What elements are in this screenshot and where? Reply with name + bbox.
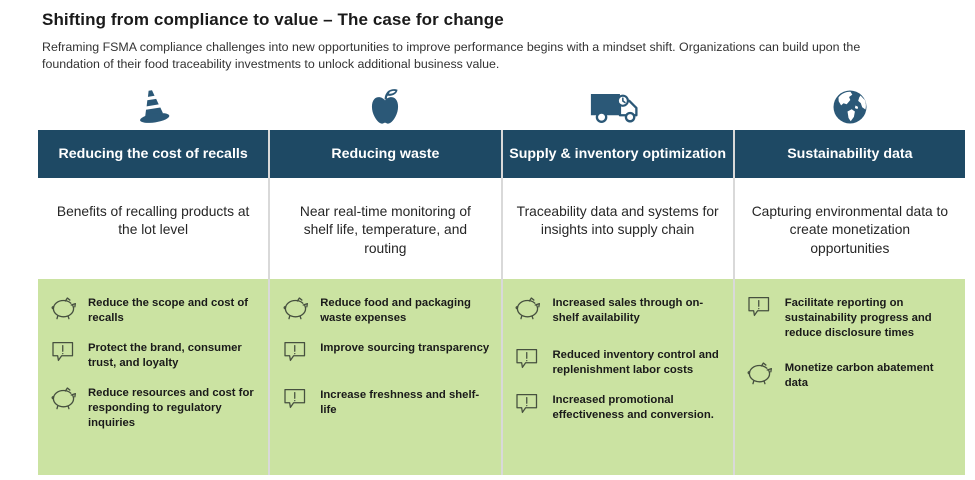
alert-bubble-icon <box>279 386 311 411</box>
column-description: Benefits of recalling products at the lo… <box>38 178 269 280</box>
benefit-text: Reduce resources and cost for responding… <box>88 386 254 429</box>
benefit-item: Improve sourcing transparency <box>279 339 494 364</box>
alert-bubble-icon <box>279 339 311 364</box>
benefit-text: Increased promotional effectiveness and … <box>552 393 714 421</box>
benefits-panel-sustainability: Facilitate reporting on sustainability p… <box>734 279 965 476</box>
piggy-bank-icon <box>47 384 79 410</box>
benefit-text: Increased sales through on-shelf availab… <box>552 297 704 325</box>
benefit-item: Monetize carbon abatement data <box>744 359 959 391</box>
benefit-text: Protect the brand, consumer trust, and l… <box>88 342 242 369</box>
alert-bubble-icon <box>512 346 544 371</box>
benefit-item: Facilitate reporting on sustainability p… <box>744 294 959 341</box>
globe-icon <box>735 83 965 130</box>
slide-header: Shifting from compliance to value – The … <box>0 0 975 73</box>
benefit-item: Protect the brand, consumer trust, and l… <box>47 339 262 371</box>
benefit-text: Increase freshness and shelf-life <box>320 389 480 416</box>
page-subtitle: Reframing FSMA compliance challenges int… <box>42 40 861 72</box>
benefits-panel-recalls: Reduce the scope and cost of recalls Pro… <box>38 279 269 476</box>
delivery-truck-icon <box>503 83 733 130</box>
piggy-bank-icon <box>47 294 79 320</box>
benefit-item: Increased sales through on-shelf availab… <box>512 294 727 326</box>
benefits-panel-waste: Reduce food and packaging waste expenses… <box>270 279 501 476</box>
category-icons-row <box>38 83 965 130</box>
column-description: Capturing environmental data to create m… <box>734 178 965 280</box>
benefit-text: Reduce the scope and cost of recalls <box>88 297 249 325</box>
column-header-waste: Reducing waste <box>270 130 501 179</box>
benefit-text: Facilitate reporting on sustainability p… <box>784 297 932 340</box>
benefit-item: Reduce resources and cost for responding… <box>47 384 262 431</box>
apple-icon <box>270 83 500 130</box>
benefit-item: Increased promotional effectiveness and … <box>512 391 727 423</box>
column-description: Traceability data and systems for insigh… <box>502 178 733 280</box>
piggy-bank-icon <box>279 294 311 320</box>
benefit-text: Reduced inventory control and replenishm… <box>552 349 719 376</box>
page-title: Shifting from compliance to value – The … <box>42 10 504 29</box>
alert-bubble-icon <box>512 391 544 416</box>
benefit-text: Reduce food and packaging waste expenses <box>320 297 471 325</box>
alert-bubble-icon <box>47 339 79 364</box>
piggy-bank-icon <box>744 359 776 385</box>
benefit-item: Reduce the scope and cost of recalls <box>47 294 262 326</box>
benefit-item: Reduced inventory control and replenishm… <box>512 346 727 378</box>
benefit-item: Increase freshness and shelf-life <box>279 386 494 418</box>
traffic-cone-icon <box>38 83 268 130</box>
benefits-panel-supply: Increased sales through on-shelf availab… <box>502 279 733 476</box>
benefit-text: Monetize carbon abatement data <box>784 361 934 389</box>
piggy-bank-icon <box>512 294 544 320</box>
value-columns-table: Reducing the cost of recalls Reducing wa… <box>38 83 965 476</box>
column-header-sustainability: Sustainability data <box>734 130 965 179</box>
column-description: Near real-time monitoring of shelf life,… <box>270 178 501 280</box>
benefit-item: Reduce food and packaging waste expenses <box>279 294 494 326</box>
benefit-text: Improve sourcing transparency <box>320 342 490 355</box>
column-header-supply: Supply & inventory optimization <box>502 130 733 179</box>
column-header-recalls: Reducing the cost of recalls <box>38 130 269 179</box>
comparison-grid: Reducing the cost of recalls Reducing wa… <box>38 130 965 476</box>
alert-bubble-icon <box>744 294 776 319</box>
